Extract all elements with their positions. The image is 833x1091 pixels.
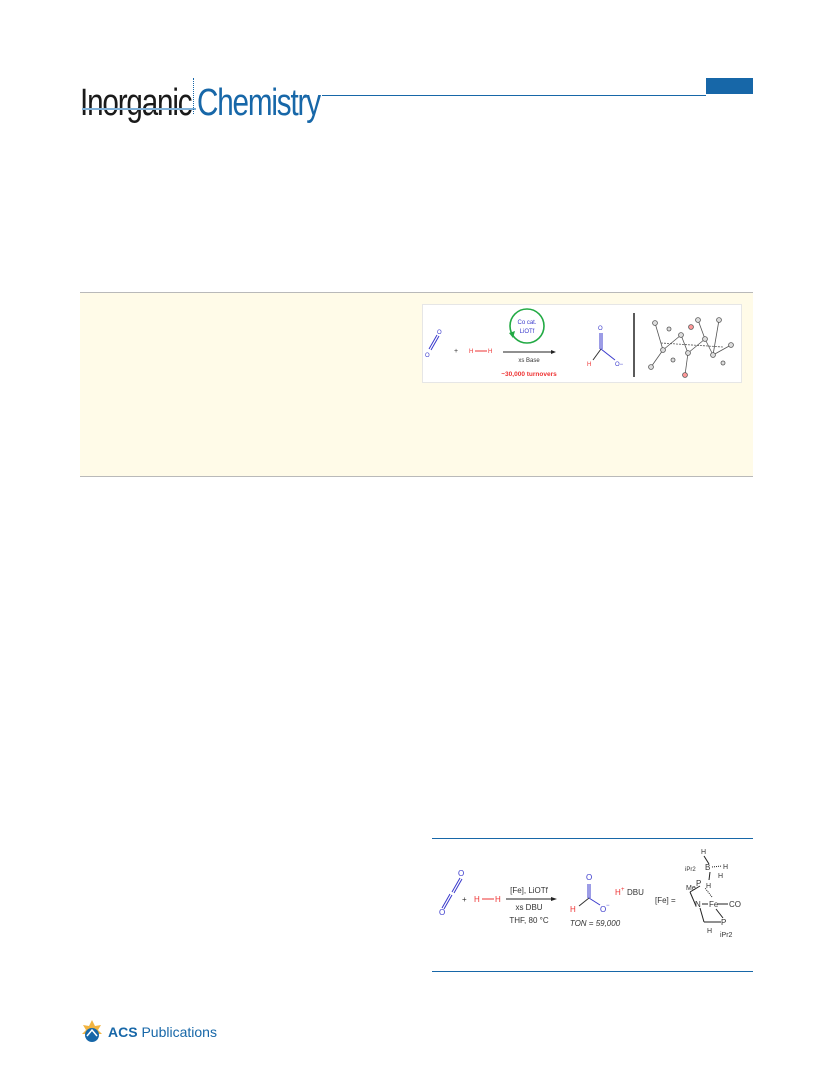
scheme-formate-h: H — [570, 905, 576, 914]
scheme-ton: TON = 59,000 — [570, 919, 621, 928]
boron: B — [705, 863, 710, 872]
iron: Fe — [709, 900, 719, 909]
journal-name-chemistry: Chemistry — [196, 82, 321, 124]
formate-o-minus: O− — [615, 362, 624, 368]
catalytic-cycle: Co cat. LiOTf — [509, 308, 545, 344]
phosphorus-top: P — [696, 879, 701, 888]
bh-h-lower: H — [718, 873, 723, 880]
scheme-co2: O O — [439, 869, 464, 917]
plus-sign: + — [454, 348, 458, 355]
scheme-plus-sup: + — [621, 887, 625, 893]
scheme-formate-o: O — [586, 873, 592, 882]
acs-wordmark-bold: ACS — [108, 1024, 138, 1040]
additive-label: LiOTf — [520, 329, 535, 335]
scheme-h2: H — [495, 895, 501, 904]
acs-wordmark: ACS Publications — [108, 1024, 217, 1040]
scheme-plus: + — [462, 895, 467, 904]
phosphorus-bottom: P — [721, 918, 726, 927]
toc-graphic: O O + H H Co cat. LiOTf xs Base ~30,000 … — [422, 304, 742, 383]
scheme-reagent: [Fe], LiOTf — [510, 886, 549, 895]
catalyst-label: Co cat. — [517, 320, 536, 326]
scheme-svg: O O + H H [Fe], LiOTf xs DBU THF, 80 °C … — [439, 849, 741, 939]
scheme-h2: H H — [474, 895, 501, 904]
scheme-conditions: THF, 80 °C — [509, 916, 548, 925]
logo-underline — [82, 108, 196, 110]
scheme-dbu: DBU — [627, 888, 644, 897]
scheme-h1: H — [474, 895, 480, 904]
nh-hydrogen: H — [707, 928, 712, 935]
header-rule — [322, 95, 706, 97]
header-box — [706, 78, 753, 94]
base-label: xs Base — [518, 358, 540, 364]
logo-divider — [193, 78, 194, 114]
acs-wordmark-light: Publications — [141, 1024, 217, 1040]
scheme-minus: − — [606, 903, 610, 909]
formate-product: O H O− — [587, 326, 624, 368]
reaction-arrow — [551, 897, 557, 901]
iron-complex: H B H H iPr2 Me P H N Fe CO P iPr2 H — [685, 849, 741, 939]
scheme-1: O O + H H [Fe], LiOTf xs DBU THF, 80 °C … — [432, 842, 753, 968]
scheme-h-plus: H — [615, 888, 621, 897]
turnover-label: ~30,000 turnovers — [501, 371, 557, 378]
crystal-structure — [648, 317, 734, 378]
methyl: Me — [686, 885, 696, 892]
scheme-co2-o2: O — [458, 869, 464, 878]
bh-h-right: H — [723, 864, 728, 871]
formate-o: O — [598, 326, 603, 332]
carbonyl: CO — [729, 900, 741, 909]
nitrogen: N — [695, 900, 701, 909]
acs-emblem-icon — [82, 1020, 102, 1042]
fe-label: [Fe] = — [655, 896, 676, 905]
h2-molecule: H H — [469, 349, 492, 355]
formate-h: H — [587, 362, 591, 368]
acs-publications-logo: ACS Publications — [80, 1018, 217, 1046]
scheme-rule-bottom — [432, 971, 753, 973]
co2-o2: O — [437, 330, 442, 336]
toc-scheme-svg: O O + H H Co cat. LiOTf xs Base ~30,000 … — [425, 308, 734, 378]
h2-h2: H — [488, 349, 492, 355]
scheme-formate-o-minus: O — [600, 905, 606, 914]
ipr2-top: iPr2 — [685, 867, 696, 873]
scheme-co2-o1: O — [439, 908, 445, 917]
co2-o1: O — [425, 353, 430, 359]
scheme-rule-top — [432, 838, 753, 840]
bh-h-top: H — [701, 849, 706, 856]
hydride: H — [706, 883, 711, 890]
scheme-base: xs DBU — [515, 903, 542, 912]
scheme-formate: O H O − — [570, 873, 610, 914]
co2-molecule: O O — [425, 330, 442, 359]
ipr2-bottom: iPr2 — [720, 932, 733, 939]
h2-h1: H — [469, 349, 473, 355]
journal-name-inorganic: Inorganic — [80, 82, 193, 124]
